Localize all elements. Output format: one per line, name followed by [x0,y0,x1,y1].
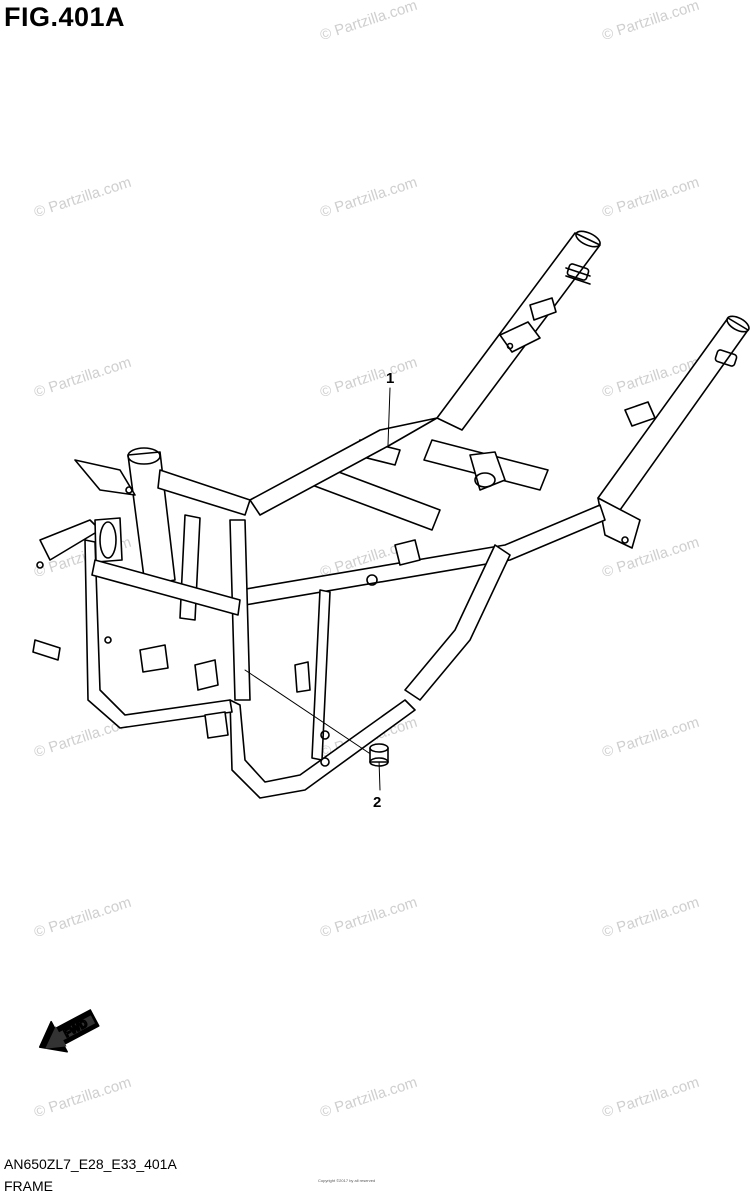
callout-1: 1 [386,370,395,387]
leader-line-2 [378,759,381,791]
figure-title: FIG.401A [4,2,126,32]
leader-line-1 [387,387,391,446]
copyright-note: Copyright ©2017 by all reserved [318,1178,376,1183]
figure-name: FRAME [4,1178,53,1194]
callout-2: 2 [373,794,382,811]
frame-drawing [32,230,750,799]
leader-line-2b [244,669,373,756]
forward-arrow-icon: FWD [38,1009,100,1053]
figure-code: AN650ZL7_E28_E33_401A [4,1156,177,1172]
part-2-bushing [369,743,389,767]
